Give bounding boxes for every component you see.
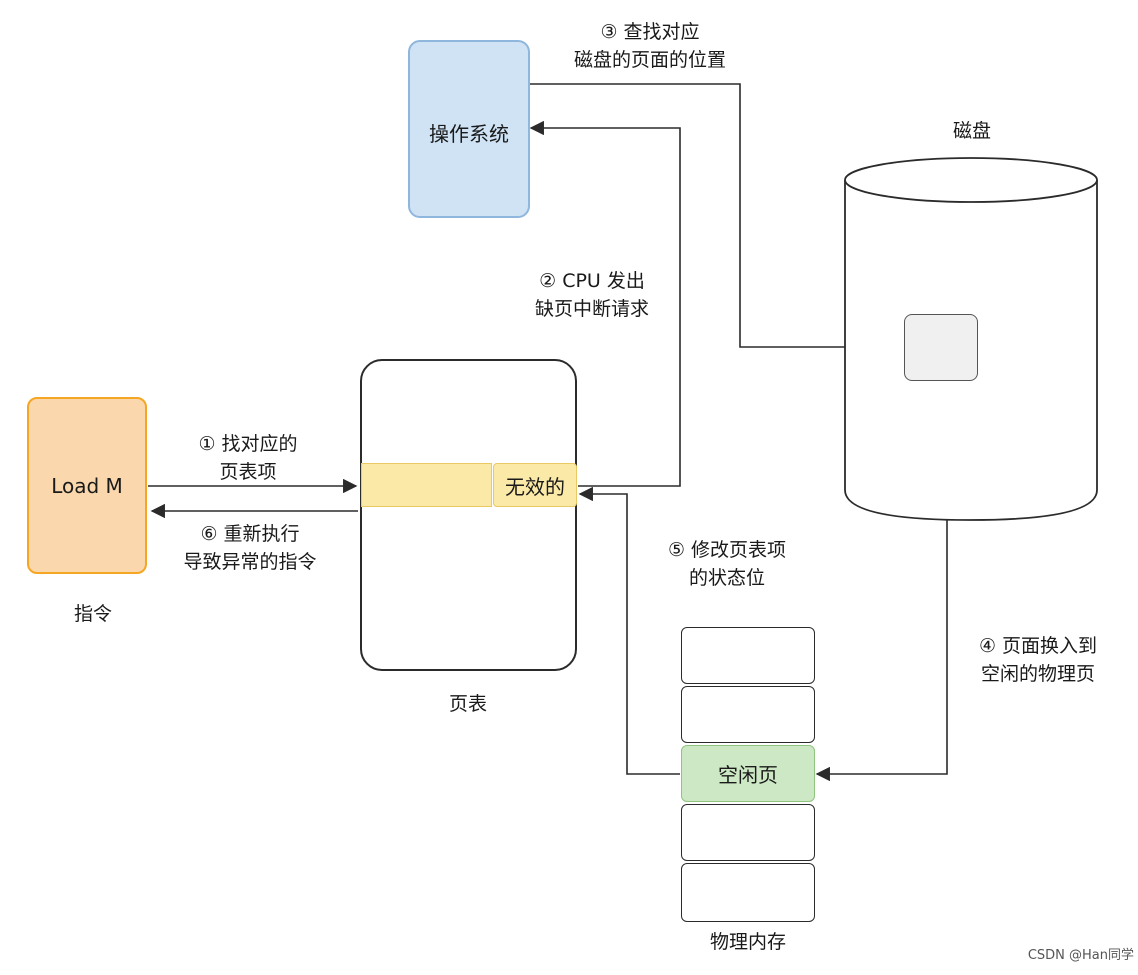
arrow-step2 <box>529 120 681 487</box>
arrow-step3 <box>530 83 903 355</box>
step2-label: ② CPU 发出 缺页中断请求 <box>514 267 670 323</box>
step3-line2: 磁盘的页面的位置 <box>573 49 726 71</box>
memory-page-5 <box>681 863 815 922</box>
watermark: CSDN @Han同学 <box>1027 948 1134 963</box>
step6-line2: 导致异常的指令 <box>183 551 317 573</box>
disk-caption: 磁盘 <box>952 120 991 142</box>
step6-line1: ⑥ 重新执行 <box>200 523 300 545</box>
instruction-caption: 指令 <box>73 603 112 625</box>
os-box: 操作系统 <box>408 40 530 218</box>
disk-page-block <box>904 314 978 381</box>
step1-label: ① 找对应的 页表项 <box>178 430 318 486</box>
step5-line2: 的状态位 <box>688 567 765 589</box>
step4-line1: ④ 页面换入到 <box>978 635 1098 657</box>
step2-line1: ② CPU 发出 <box>539 270 645 292</box>
instruction-box: Load M <box>27 397 147 574</box>
step1-line2: 页表项 <box>219 461 277 483</box>
memory-page-1 <box>681 627 815 684</box>
page-table-entry-row <box>361 463 492 507</box>
os-text: 操作系统 <box>429 122 509 146</box>
page-table-caption: 页表 <box>448 693 487 715</box>
arrow-step5 <box>578 486 680 775</box>
memory-page-free: 空闲页 <box>681 745 815 802</box>
step6-label: ⑥ 重新执行 导致异常的指令 <box>160 520 340 576</box>
step2-line2: 缺页中断请求 <box>534 298 649 320</box>
step5-line1: ⑤ 修改页表项 <box>667 539 787 561</box>
memory-page-4 <box>681 804 815 861</box>
step1-line1: ① 找对应的 <box>198 433 298 455</box>
step5-label: ⑤ 修改页表项 的状态位 <box>642 536 812 592</box>
step4-line2: 空闲的物理页 <box>980 663 1095 685</box>
instruction-text: Load M <box>51 473 123 498</box>
memory-page-2 <box>681 686 815 743</box>
step4-label: ④ 页面换入到 空闲的物理页 <box>960 632 1116 688</box>
step3-label: ③ 查找对应 磁盘的页面的位置 <box>550 18 750 74</box>
page-table <box>360 359 577 671</box>
step3-line1: ③ 查找对应 <box>600 21 700 43</box>
physical-memory-caption: 物理内存 <box>709 931 786 953</box>
invalid-cell-text: 无效的 <box>505 474 565 499</box>
page-table-invalid-cell: 无效的 <box>493 463 577 507</box>
free-page-text: 空闲页 <box>718 763 778 787</box>
